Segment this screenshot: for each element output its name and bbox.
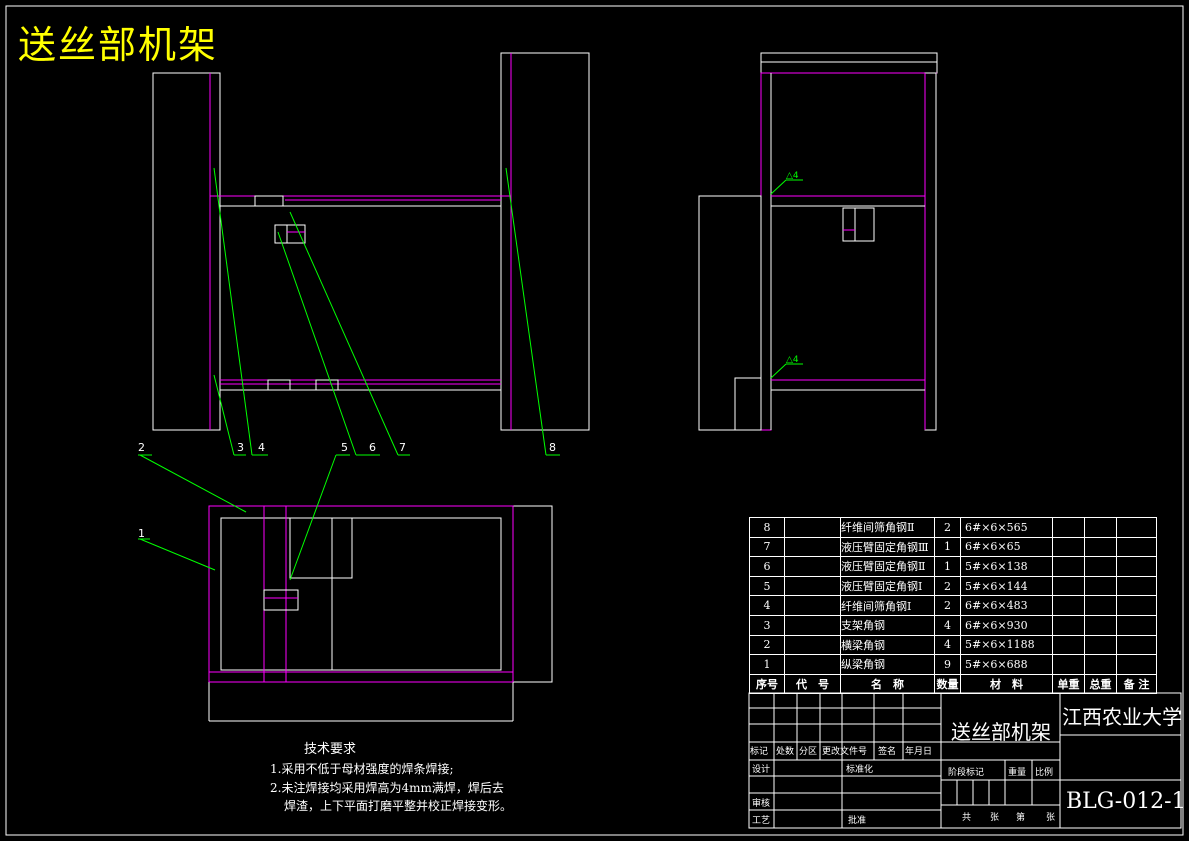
review-label: 审核 [752,799,771,809]
bom-cell-material: 5#×6×144 [960,575,1053,597]
rev-header: 处数 [776,747,795,757]
tech-requirement-item: 1.采用不低于母材强度的焊条焊接; [270,762,454,776]
bom-cell-material: 6#×6×65 [960,536,1053,558]
institution-name: 江西农业大学 [1062,705,1182,729]
front-view [152,52,590,431]
bom-header-total-weight: 总重 [1084,673,1117,695]
side-weld-leaders [770,179,803,379]
callout-6: 6 [369,441,376,454]
bom-cell-name: 纤维间筛角钢Ⅰ [840,595,935,616]
callout-3: 3 [237,441,244,454]
tech-requirement-item: 焊渣，上下平面打磨平整并校正焊接变形。 [284,799,513,813]
sheet-unit-label: 张 [990,813,1000,823]
bom-header-code: 代 号 [784,673,841,695]
side-view [698,52,938,431]
callout-5: 5 [341,441,348,454]
bom-header-remark: 备 注 [1116,673,1157,695]
design-label: 设计 [752,765,771,775]
callout-7: 7 [399,441,406,454]
drawing-number: BLG-012-1 [1066,789,1186,814]
weld-mark: △4 [786,171,799,181]
process-label: 工艺 [752,816,771,826]
bom-cell-material: 5#×6×138 [960,556,1053,577]
sheet-unit-label: 张 [1046,813,1056,823]
rev-header: 年月日 [905,747,933,757]
bom-cell-material: 5#×6×688 [960,654,1053,675]
rev-header: 签名 [878,747,897,757]
rev-header: 分区 [799,747,818,757]
approve-label: 批准 [848,816,867,826]
drawing-title: 送丝部机架 [18,23,219,67]
standardize-label: 标准化 [846,765,874,775]
bom-cell-name: 液压臂固定角钢Ⅰ [840,575,935,597]
sheet-no-label: 第 [1016,813,1026,823]
bom-cell-name: 液压臂固定角钢Ⅱ [840,556,935,577]
sheet-border [5,5,1184,836]
bom-cell-name: 横梁角钢 [840,634,935,656]
weld-mark: △4 [786,355,799,365]
part-name: 送丝部机架 [951,720,1051,744]
callout-4: 4 [258,441,265,454]
weight-label: 重量 [1008,768,1027,778]
rev-header: 更改文件号 [822,747,868,757]
top-leaders [138,454,350,581]
bom-cell-material: 5#×6×1188 [960,634,1053,656]
top-view [208,505,553,722]
scale-label: 比例 [1035,768,1054,778]
callout-2: 2 [138,441,145,454]
tech-requirements-heading: 技术要求 [304,742,357,757]
bom-header-qty: 数量 [934,673,961,695]
sheet-total-label: 共 [962,813,972,823]
callout-1: 1 [138,527,145,540]
stage-mark-label: 阶段标记 [948,768,985,778]
rev-header: 标记 [750,747,769,757]
callout-8: 8 [549,441,556,454]
tech-requirement-item: 2.未注焊接均采用焊高为4mm满焊，焊后去 [270,781,504,795]
front-leaders [213,167,560,456]
